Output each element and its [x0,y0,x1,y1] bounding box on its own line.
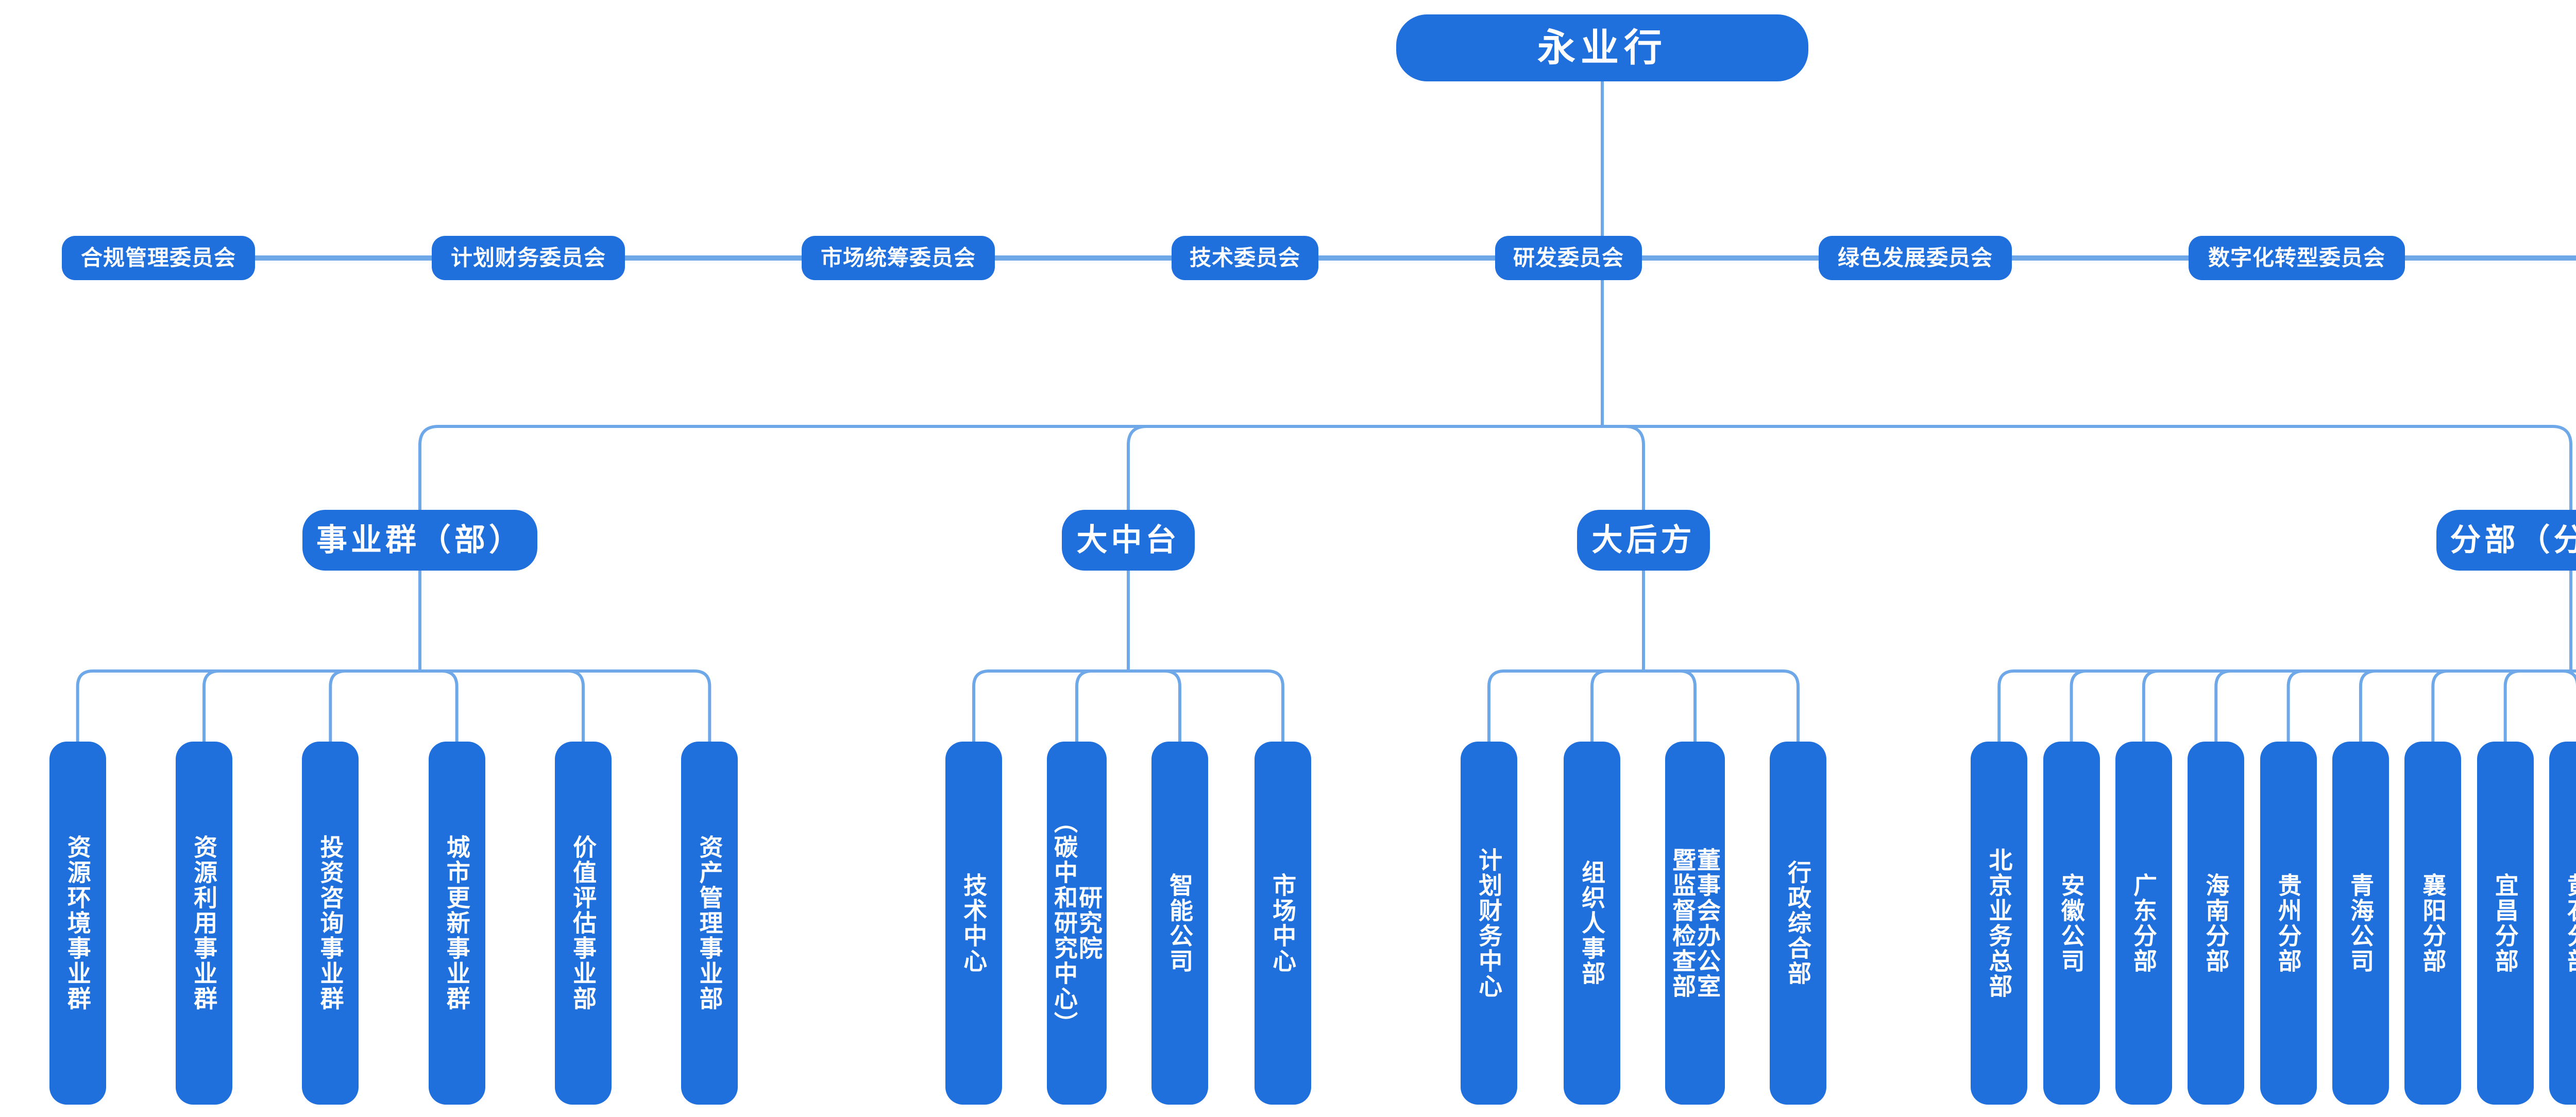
leaf-branches-2[interactable]: 安徽公司 [2043,742,2100,1105]
leaf-text-col-left: 研究院 [1076,885,1103,961]
leaf-text-col-right: （碳中和研究中心） [1051,810,1078,1037]
leaf-branches-1[interactable]: 北京业务总部 [1971,742,2028,1105]
leaf-midplatform-1[interactable]: 技术中心 [945,742,1002,1105]
committee-5[interactable]: 研发委员会 [1495,236,1642,280]
leaf-business-5[interactable]: 价值评估事业部 [555,742,612,1105]
leaf-backoffice-1[interactable]: 计划财务中心 [1461,742,1517,1105]
leaf-backoffice-2[interactable]: 组织人事部 [1564,742,1620,1105]
group-branches[interactable]: 分部（分公司） [2436,510,2576,571]
leaf-backoffice-4[interactable]: 行政综合部 [1770,742,1826,1105]
leaf-midplatform-2[interactable]: （碳中和研究中心）研究院 [1047,742,1107,1105]
leaf-midplatform-3[interactable]: 智能公司 [1151,742,1208,1105]
leaf-backoffice-3[interactable]: 暨监督检查部董事会办公室 [1665,742,1725,1105]
leaf-branches-6[interactable]: 青海公司 [2332,742,2389,1105]
committee-1[interactable]: 合规管理委员会 [62,236,255,280]
leaf-business-2[interactable]: 资源利用事业群 [176,742,232,1105]
committee-2[interactable]: 计划财务委员会 [432,236,625,280]
leaf-text-col-right: 暨监督检查部 [1669,847,1696,999]
leaf-branches-5[interactable]: 贵州分部 [2260,742,2317,1105]
leaf-branches-8[interactable]: 宜昌分部 [2477,742,2534,1105]
group-business[interactable]: 事业群（部） [302,510,537,571]
leaf-text-col-left: 董事会办公室 [1694,847,1721,999]
group-midplatform[interactable]: 大中台 [1062,510,1195,571]
leaf-business-4[interactable]: 城市更新事业群 [428,742,485,1105]
committee-7[interactable]: 数字化转型委员会 [2189,236,2405,280]
committee-3[interactable]: 市场统筹委员会 [802,236,995,280]
leaf-business-1[interactable]: 资源环境事业群 [49,742,106,1105]
leaf-midplatform-4[interactable]: 市场中心 [1255,742,1311,1105]
committee-6[interactable]: 绿色发展委员会 [1819,236,2012,280]
leaf-branches-4[interactable]: 海南分部 [2188,742,2245,1105]
leaf-branches-3[interactable]: 广东分部 [2115,742,2172,1105]
committee-4[interactable]: 技术委员会 [1172,236,1318,280]
leaf-branches-7[interactable]: 襄阳分部 [2404,742,2462,1105]
leaf-branches-9[interactable]: 黄石分部 [2549,742,2576,1105]
root-node[interactable]: 永业行 [1396,14,1808,81]
leaf-business-6[interactable]: 资产管理事业部 [681,742,738,1105]
group-backoffice[interactable]: 大后方 [1577,510,1710,571]
leaf-business-3[interactable]: 投资咨询事业群 [302,742,359,1105]
